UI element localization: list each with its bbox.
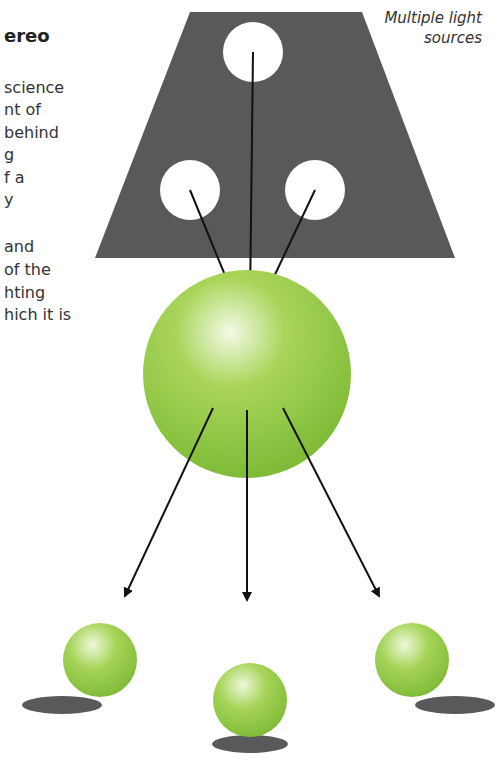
body-text: science [4,78,64,98]
light-sources-caption: Multiple light sources [357,8,482,48]
shadow [212,735,288,753]
body-text: nt of [4,100,41,120]
body-text: and [4,237,34,257]
lit-sphere [375,623,449,697]
result-arrow [283,408,379,596]
lit-sphere [213,663,287,737]
result-arrow [125,408,213,596]
light-panel [95,12,455,258]
title-fragment: ereo [4,26,50,46]
shadow [415,696,495,714]
body-text: f a [4,168,25,188]
body-text: g [4,145,14,165]
light-ray [250,52,253,302]
body-text: of the [4,260,51,280]
result-arrow [246,410,248,600]
body-text: hich it is [4,305,71,325]
body-text: y [4,190,13,210]
body-text: behind [4,123,59,143]
shadow [22,696,102,714]
lit-sphere [63,623,137,697]
body-text: hting [4,283,45,303]
